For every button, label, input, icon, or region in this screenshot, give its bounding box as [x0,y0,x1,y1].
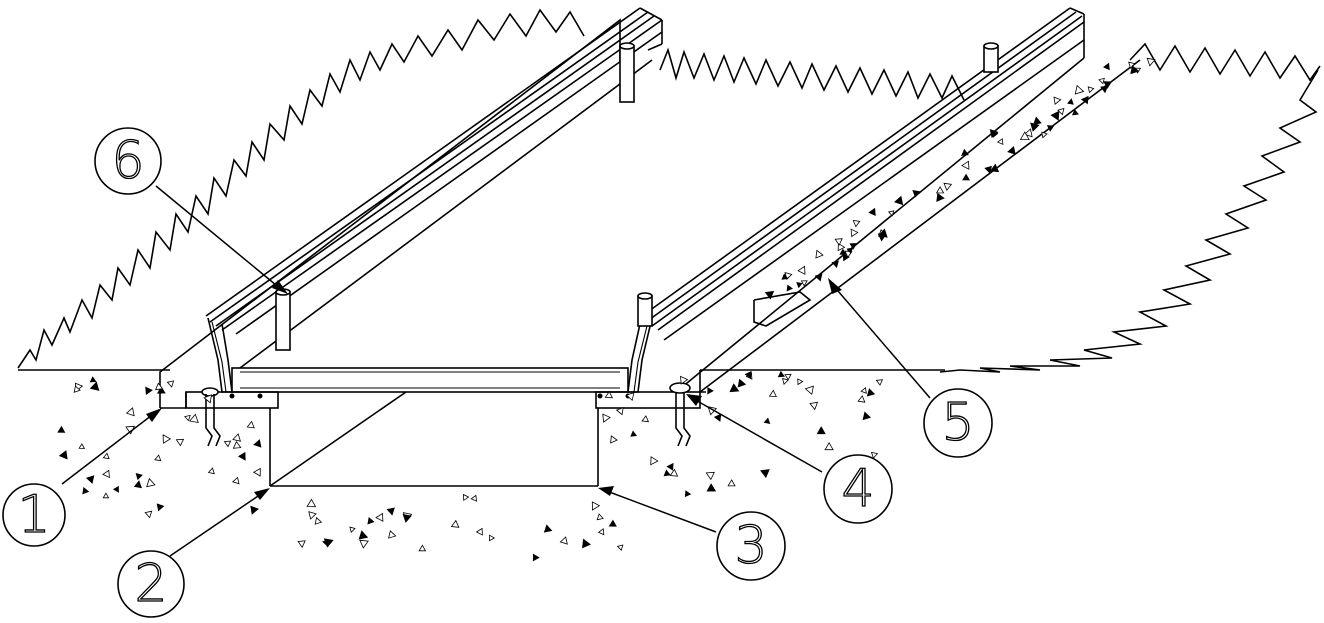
callout-5-label: 5 [941,393,974,453]
posts [275,42,999,351]
ground-break-lines [17,8,1321,373]
callout-4-label: 4 [841,459,874,519]
callout-1-label: 1 [17,485,50,545]
channel-body [185,317,701,409]
concrete-aggregate [57,57,1156,562]
callout-5: 5 [923,388,993,458]
callout-2: 2 [117,550,185,618]
left-haunch [159,18,621,409]
callout-3-label: 3 [734,516,767,576]
leader-3 [603,489,717,533]
leader-2 [169,491,265,557]
right-haunch [699,291,812,393]
callout-6-label: 6 [111,131,144,191]
leader-4 [691,397,823,473]
leader-6 [155,185,283,291]
ground-break-left [17,8,585,369]
ground-break-right [939,69,1319,373]
callout-1: 1 [2,483,66,547]
callout-6: 6 [94,127,162,195]
leader-5 [831,283,931,399]
callout-4: 4 [823,454,893,524]
leader-lines [61,185,931,557]
leader-1 [61,411,157,485]
callout-3: 3 [716,511,786,581]
post-back-right [983,42,999,73]
concrete-trench [269,391,599,487]
ground-break-right-top [1129,42,1321,82]
right-frame-rail [641,7,1141,393]
left-frame-rail [205,7,663,369]
post-front-right [637,292,653,327]
anchor-rods [201,382,691,447]
callout-2-label: 2 [134,554,167,614]
post-front-left [275,288,291,351]
post-back-left [619,42,635,103]
ground-break-top [659,47,965,101]
